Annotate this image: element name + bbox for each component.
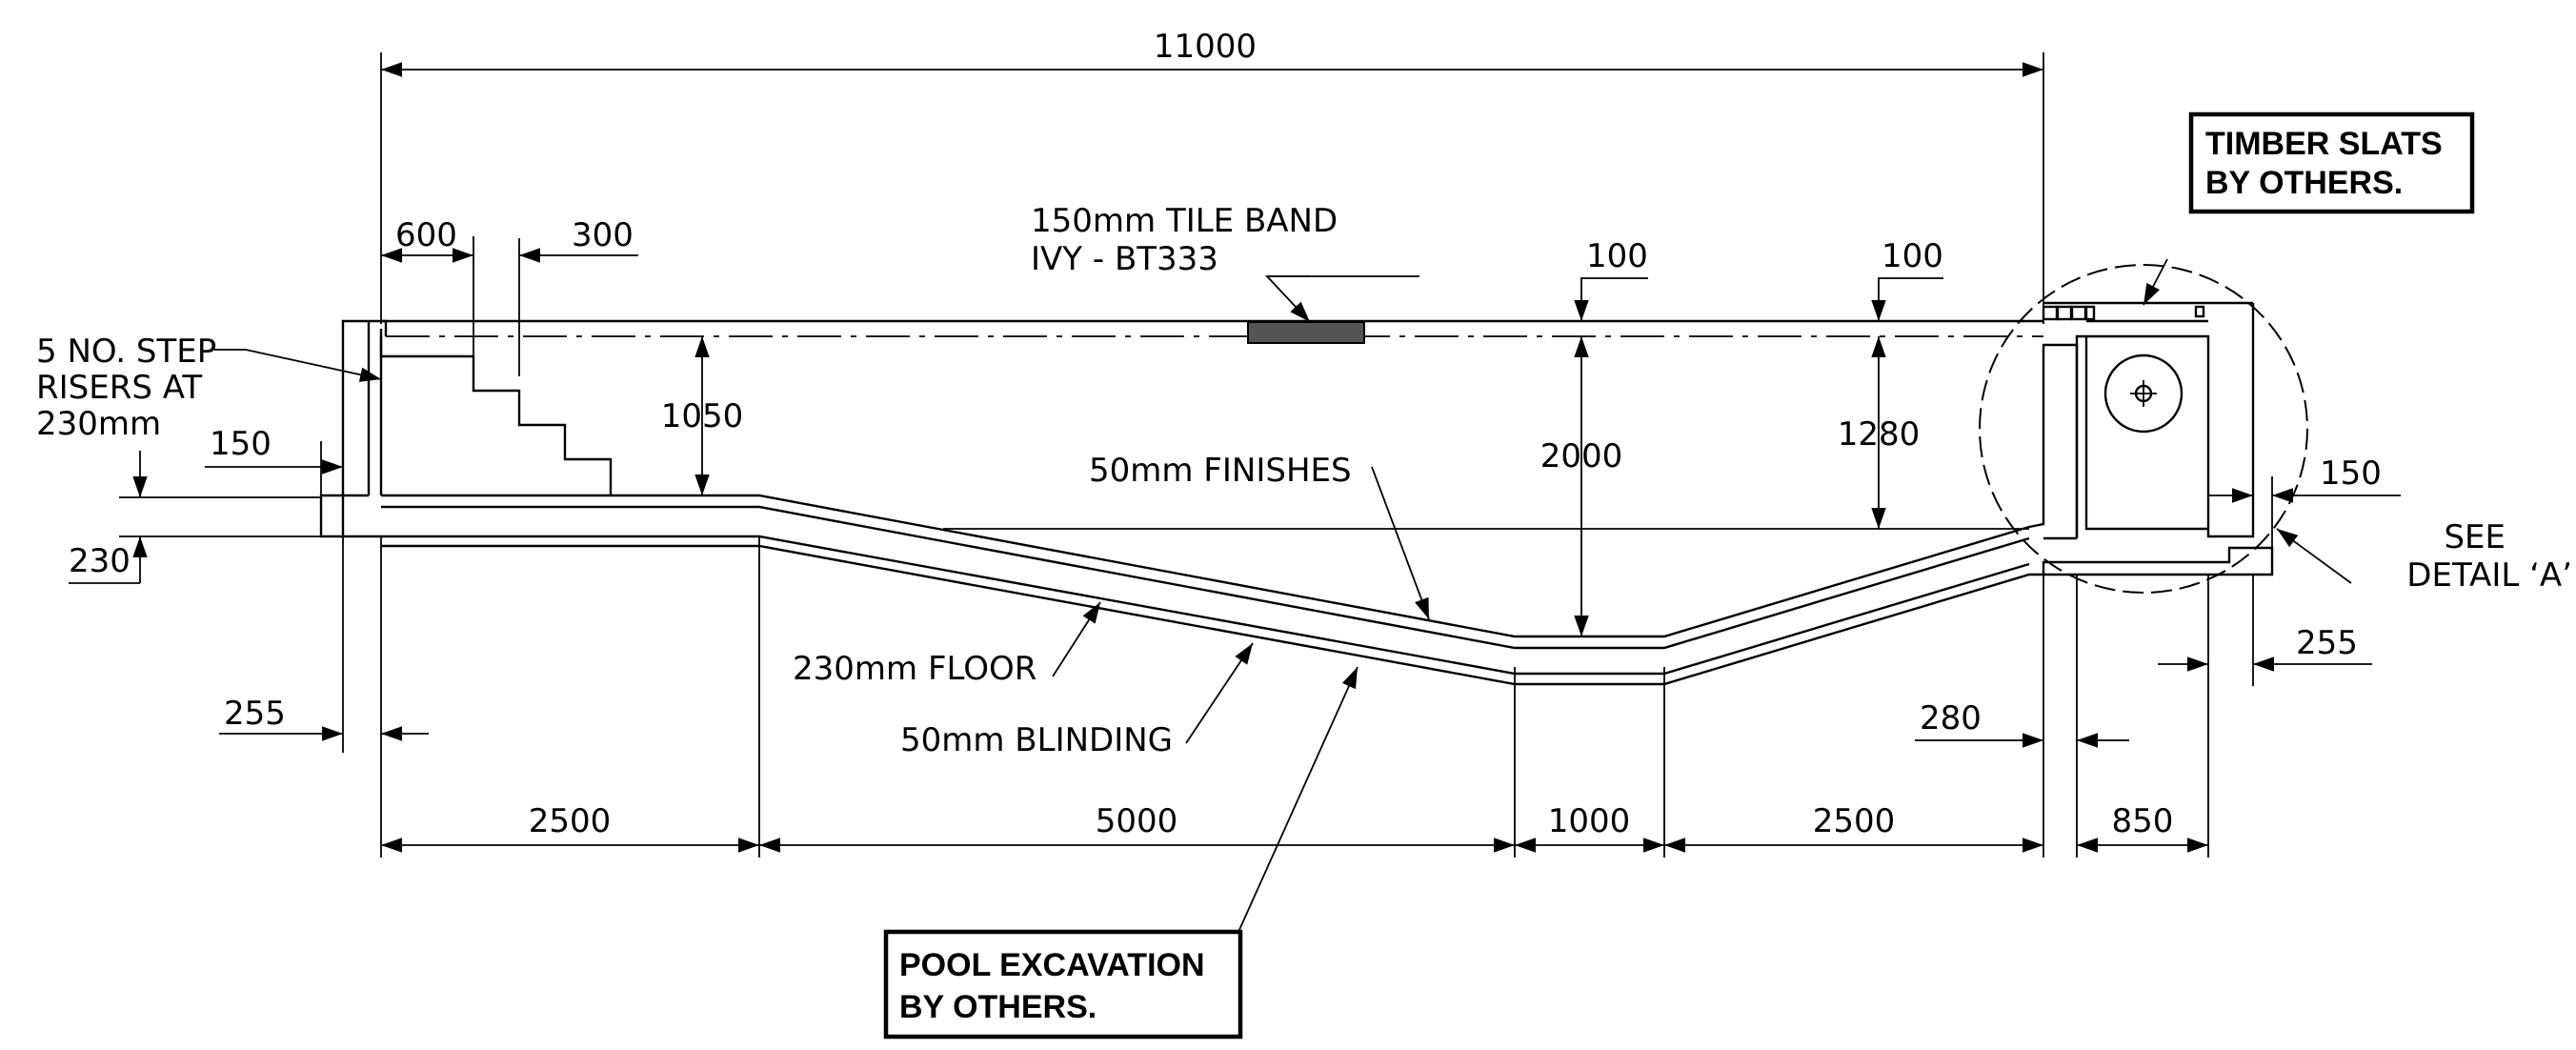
dim-text-wall-top-left: 150 bbox=[210, 425, 272, 463]
timber-slat bbox=[2056, 305, 2073, 321]
dim-text-seg-2: 5000 bbox=[1096, 802, 1178, 840]
annotation-text: 5 NO. STEP RISERS AT 230mm 150mm TILE BA… bbox=[36, 202, 2572, 759]
timber-slat bbox=[2070, 305, 2087, 321]
balance-tank bbox=[2075, 303, 2255, 538]
balance-tank-base bbox=[2042, 546, 2274, 576]
label-steps-1: 5 NO. STEP bbox=[36, 333, 216, 371]
label-detail-2: DETAIL ‘A’ bbox=[2406, 556, 2572, 595]
detail-a-circle bbox=[1979, 264, 2308, 594]
right-wall bbox=[2028, 343, 2079, 538]
tile-band bbox=[1247, 321, 1365, 344]
dim-text-coping-mid: 100 bbox=[1586, 237, 1648, 275]
dim-text-seg-1: 2500 bbox=[529, 802, 612, 840]
floor-slab-line bbox=[381, 505, 2030, 650]
dim-text-shallow-depth: 1050 bbox=[661, 397, 744, 435]
dimension-text: 11000 600 300 150 230 255 1050 2000 1280… bbox=[69, 28, 2382, 840]
timber-slat bbox=[2194, 305, 2205, 318]
dim-text-wall-balance: 280 bbox=[1920, 699, 1982, 737]
left-slab-outline bbox=[319, 494, 381, 538]
balance-tank-inner bbox=[2084, 336, 2208, 531]
leader-lines bbox=[214, 258, 2352, 933]
timber-slat bbox=[2042, 305, 2059, 321]
dim-text-total: 11000 bbox=[1154, 28, 1257, 66]
dimension-lines bbox=[69, 52, 2401, 858]
dim-text-slab-left: 230 bbox=[69, 542, 131, 580]
dim-text-coping-right: 100 bbox=[1882, 237, 1943, 275]
dim-text-step-going: 600 bbox=[395, 216, 457, 254]
steps bbox=[379, 336, 613, 495]
note-timber-line-1: TIMBER SLATS bbox=[2205, 126, 2443, 162]
timber-slat bbox=[2084, 305, 2096, 321]
label-detail-1: SEE bbox=[2444, 518, 2506, 556]
label-steps-3: 230mm bbox=[36, 405, 161, 443]
label-steps-2: RISERS AT bbox=[36, 369, 202, 407]
dim-text-wall-left: 255 bbox=[224, 695, 286, 733]
label-finishes: 50mm FINISHES bbox=[1089, 452, 1352, 490]
label-floor: 230mm FLOOR bbox=[793, 650, 1036, 688]
note-excavation-line-2: BY OTHERS. bbox=[899, 989, 1097, 1025]
dim-text-step-offset: 300 bbox=[572, 216, 634, 254]
dim-text-seg-5: 850 bbox=[2112, 802, 2174, 840]
dim-text-end-depth: 1280 bbox=[1838, 415, 1921, 454]
dim-text-deep-depth: 2000 bbox=[1540, 437, 1623, 475]
dim-text-seg-4: 2500 bbox=[1813, 802, 1896, 840]
label-tile-band-1: 150mm TILE BAND bbox=[1031, 202, 1338, 240]
left-wall bbox=[341, 319, 388, 536]
floor-finish-line bbox=[381, 494, 2030, 638]
pool-structure bbox=[319, 264, 2308, 686]
note-timber-line-2: BY OTHERS. bbox=[2205, 165, 2403, 201]
label-tile-band-2: IVY - BT333 bbox=[1031, 240, 1218, 278]
note-excavation-line-1: POOL EXCAVATION bbox=[899, 947, 1205, 983]
floor-underside bbox=[381, 535, 2030, 676]
dim-text-wall-right: 150 bbox=[2320, 454, 2382, 493]
label-blinding: 50mm BLINDING bbox=[900, 721, 1173, 759]
note-pool-excavation: POOL EXCAVATION BY OTHERS. bbox=[883, 929, 1243, 1040]
note-timber-slats: TIMBER SLATS BY OTHERS. bbox=[2188, 111, 2475, 214]
blinding-line bbox=[381, 544, 2043, 686]
dim-text-seg-3: 1000 bbox=[1548, 802, 1631, 840]
dim-text-wall-far-right: 255 bbox=[2296, 624, 2358, 662]
pump-circle bbox=[2103, 353, 2184, 434]
